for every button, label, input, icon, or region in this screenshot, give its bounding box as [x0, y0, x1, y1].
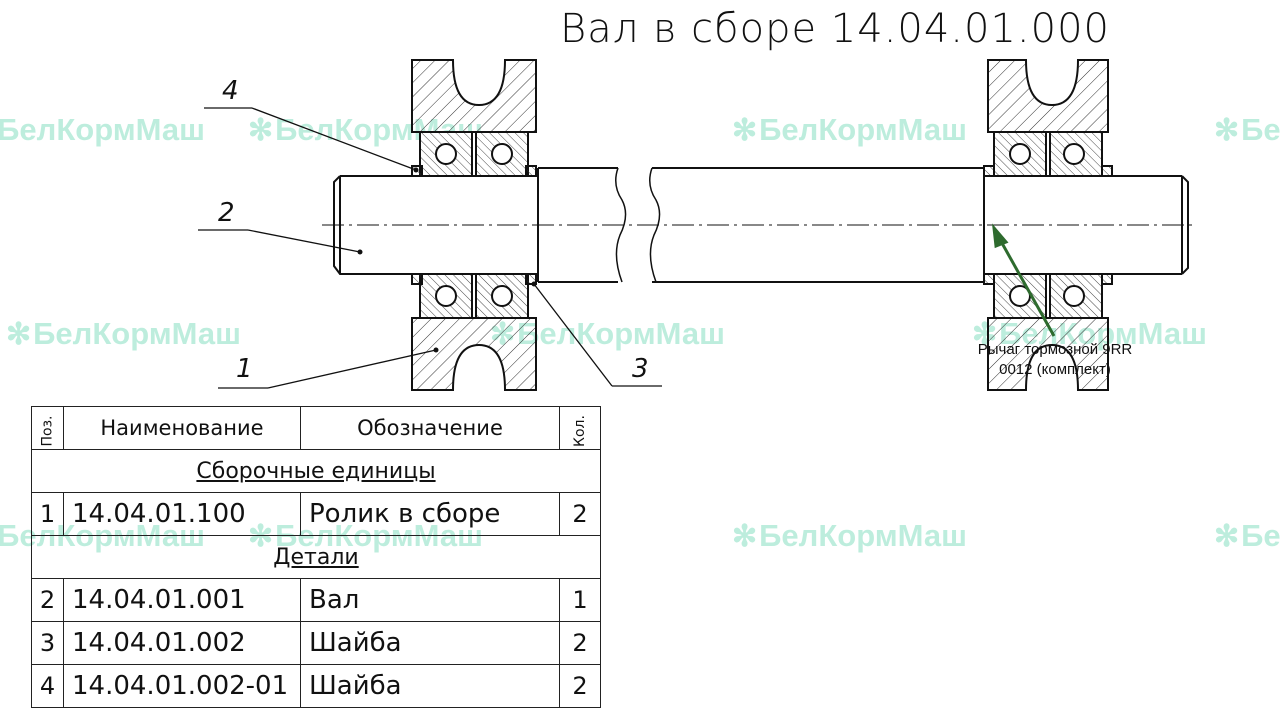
right-roller — [983, 59, 1113, 391]
watermark: ✻БелКормМаш — [1214, 518, 1280, 553]
watermark: ✻БелКормМаш — [732, 112, 967, 147]
cell-designation: Ролик в сборе — [300, 492, 560, 536]
watermark: ✻БелКормМаш — [6, 316, 241, 351]
specification-table: Поз. Наименование Обозначение Кол. Сборо… — [31, 406, 601, 708]
cell-designation: Вал — [300, 578, 560, 622]
table-row: 2 14.04.01.001 Вал 1 — [31, 578, 601, 622]
annotation-line-1: Рычаг тормозной 9RR — [977, 341, 1133, 358]
gear-logo-icon: ✻ — [732, 520, 758, 553]
cell-pos: 4 — [31, 664, 64, 708]
cell-qty: 2 — [559, 664, 601, 708]
annotation-arrow — [991, 223, 1056, 337]
callout-4: 4 — [222, 76, 239, 106]
cell-designation: Шайба — [300, 664, 560, 708]
cell-pos: 3 — [31, 621, 64, 665]
gear-logo-icon: ✻ — [6, 318, 32, 351]
table-header-row: Поз. Наименование Обозначение Кол. — [31, 406, 601, 450]
cell-qty: 2 — [559, 492, 601, 536]
cell-name: 14.04.01.001 — [63, 578, 301, 622]
header-pos: Поз. — [31, 406, 64, 450]
cell-name: 14.04.01.002-01 — [63, 664, 301, 708]
table-row: 3 14.04.01.002 Шайба 2 — [31, 621, 601, 665]
table-row: 1 14.04.01.100 Ролик в сборе 2 — [31, 492, 601, 536]
callout-1: 1 — [236, 354, 253, 384]
section-row: Детали — [31, 535, 601, 579]
cell-pos: 2 — [31, 578, 64, 622]
cell-designation: Шайба — [300, 621, 560, 665]
cell-name: 14.04.01.100 — [63, 492, 301, 536]
gear-logo-icon: ✻ — [1214, 114, 1240, 147]
callout-2: 2 — [218, 198, 235, 228]
section-row: Сборочные единицы — [31, 449, 601, 493]
annotation-line-2: 0012 (комплект) — [999, 361, 1111, 378]
left-roller — [411, 59, 537, 391]
section-title: Сборочные единицы — [31, 449, 601, 493]
leader-lines — [198, 107, 662, 389]
part-annotation: Рычаг тормозной 9RR 0012 (комплект) — [955, 340, 1155, 380]
section-title: Детали — [31, 535, 601, 579]
cell-name: 14.04.01.002 — [63, 621, 301, 665]
table-row: 4 14.04.01.002-01 Шайба 2 — [31, 664, 601, 708]
drawing-title: Вал в сборе 14.04.01.000 — [560, 6, 1110, 52]
header-qty: Кол. — [559, 406, 601, 450]
cell-pos: 1 — [31, 492, 64, 536]
header-designation: Обозначение — [300, 406, 560, 450]
callout-3: 3 — [632, 354, 649, 384]
watermark: ✻БелКормМаш — [0, 112, 205, 147]
cell-qty: 2 — [559, 621, 601, 665]
watermark: ✻БелКормМаш — [732, 518, 967, 553]
gear-logo-icon: ✻ — [732, 114, 758, 147]
header-name: Наименование — [63, 406, 301, 450]
watermark: ✻БелКормМаш — [1214, 112, 1280, 147]
cell-qty: 1 — [559, 578, 601, 622]
gear-logo-icon: ✻ — [1214, 520, 1240, 553]
gear-logo-icon: ✻ — [248, 114, 274, 147]
